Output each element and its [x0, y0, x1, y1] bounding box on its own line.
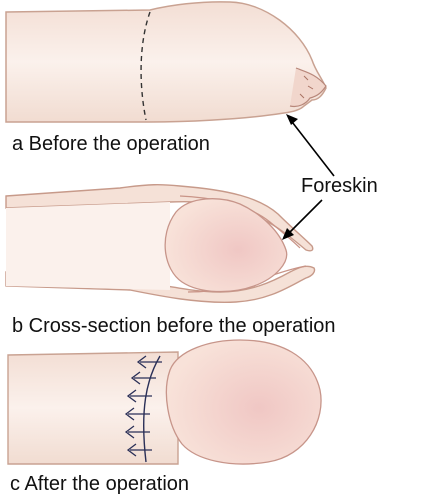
caption-b: b Cross-section before the operation [12, 316, 336, 336]
panel-a-illustration [6, 2, 326, 122]
foreskin-arrow-a [286, 114, 334, 176]
caption-c: c After the operation [10, 474, 189, 494]
panel-a-foreskin-tip [290, 68, 326, 107]
caption-a: a Before the operation [12, 134, 210, 154]
panel-c-shaft [8, 352, 178, 464]
panel-c-glans [166, 340, 321, 464]
foreskin-label: Foreskin [301, 176, 378, 196]
foreskin-arrow-b [282, 200, 322, 240]
panel-c-illustration [8, 340, 321, 464]
panel-a-shaft [6, 2, 326, 122]
panel-b-shaft [6, 202, 170, 290]
panel-b-illustration [6, 185, 315, 303]
